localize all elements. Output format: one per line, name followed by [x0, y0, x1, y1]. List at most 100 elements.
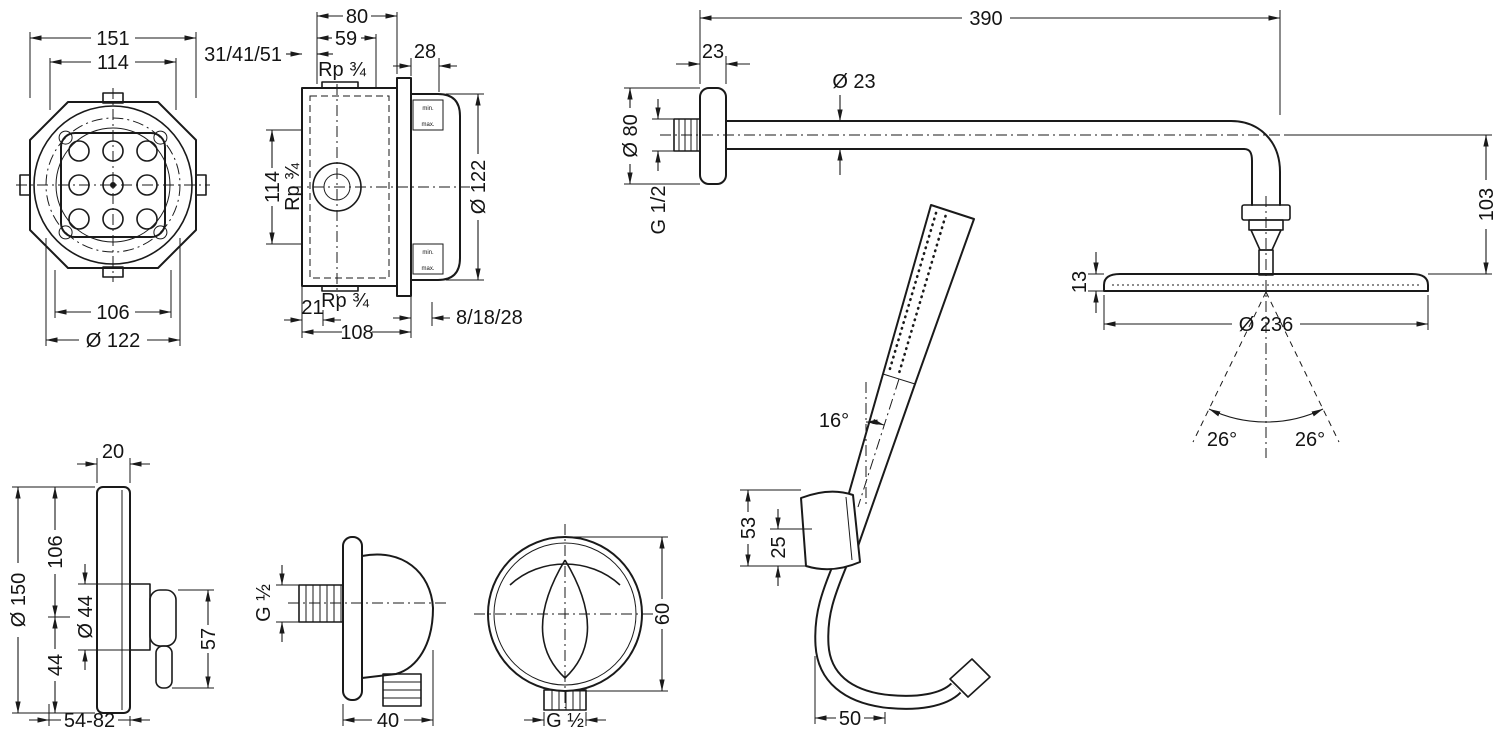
dim-tilt-angle: 16° [819, 378, 900, 508]
dim-body-depth-108: 108 [301, 286, 412, 344]
scale-min-label-top: min. [422, 106, 434, 112]
dim-handle-diameter: Ø 44 [75, 564, 130, 670]
handle-lever [155, 645, 173, 689]
hand-shower-body [834, 204, 975, 550]
thermostat-plate [96, 486, 131, 714]
outlet-wall-plate [342, 536, 363, 701]
dim-plaster-depth: 31/41/51 [204, 44, 333, 66]
dim-ibox-diameter: Ø 122 [45, 238, 181, 352]
dim-label-59: 59 [335, 28, 357, 50]
dim-install-depth: 54-82 [29, 704, 150, 732]
dim-label-60: 60 [652, 603, 674, 625]
shower-head [1103, 273, 1429, 292]
wall-outlet-side-drawing [288, 536, 448, 707]
dim-label-20: 20 [102, 441, 124, 463]
dim-height-chain: 106 44 [45, 486, 70, 714]
dim-label-plaster: 31/41/51 [204, 44, 282, 66]
dim-label-44: 44 [45, 654, 67, 676]
thermostat-view: 20 Ø 150 106 44 Ø 44 57 [8, 441, 220, 732]
ibox-side-drawing: min. max. min. max. [292, 77, 470, 297]
dim-flange-diameter: Ø 80 [620, 87, 700, 185]
handle-knob [149, 589, 177, 647]
dim-trim-range: 8/18/28 [393, 302, 523, 329]
dim-outlet-height: 60 [572, 536, 674, 692]
dim-label-dia80: Ø 80 [620, 114, 642, 157]
dim-ibox-outer-width: 151 [29, 28, 197, 98]
dim-hose-width: 50 [814, 656, 886, 730]
wall-outlet-front-drawing [474, 524, 656, 711]
dim-front-depth-28: 28 [393, 41, 457, 92]
scale-min-label-bottom: min. [422, 250, 434, 256]
dim-label-angle-left: 26° [1207, 429, 1237, 451]
dim-arm-length: 390 [699, 8, 1281, 115]
thread-label-side: Rp ¾ [282, 163, 304, 211]
dim-outlet-thread: G ½ [253, 565, 299, 642]
handle-hub [129, 583, 151, 651]
dim-label-dia44: Ø 44 [75, 595, 97, 638]
dim-drop-height: 103 [1284, 134, 1498, 275]
dim-ibox-height-114: 114 [262, 129, 302, 245]
hand-shower-drawing [800, 204, 991, 710]
dim-label-g12-outlet-front: G ½ [546, 710, 584, 732]
wall-outlet-side-view: G ½ 40 [253, 536, 448, 732]
dim-label-106: 106 [96, 302, 129, 324]
dim-label-dia122: Ø 122 [86, 330, 140, 352]
dim-label-40: 40 [377, 710, 399, 732]
thread-nipple [673, 118, 701, 152]
dim-label-103: 103 [1476, 188, 1498, 221]
ibox-side-view: min. max. min. max. 80 59 31/41/51 [204, 6, 523, 344]
dim-ibox-depth-80: 80 [316, 6, 398, 84]
dim-label-151: 151 [96, 28, 129, 50]
dim-ibox-bottom-width: 106 [54, 270, 172, 324]
dim-label-54-82: 54-82 [64, 710, 115, 732]
dim-outlet-width: 40 [342, 650, 434, 732]
wall-flange [699, 87, 727, 185]
ibox-front-view: 151 114 106 Ø 122 [16, 28, 210, 352]
dim-flange-depth: 23 [676, 41, 750, 84]
thread-label-top: Rp ¾ [318, 59, 366, 81]
dim-label-g12-outlet-side: G ½ [253, 584, 275, 622]
ibox-front-drawing [16, 88, 210, 282]
dim-label-108: 108 [340, 322, 373, 344]
thread-label-bottom: Rp ¾ [321, 290, 369, 312]
dim-holder-height: 53 [738, 489, 806, 567]
scale-max-label-bottom: max. [421, 266, 434, 272]
overhead-shower-view: 390 23 Ø 23 Ø 80 G 1/2 [620, 8, 1498, 458]
dim-label-390: 390 [969, 8, 1002, 30]
hand-shower-view: 16° 53 25 50 [738, 204, 991, 730]
dim-head-diameter: Ø 236 [1103, 295, 1429, 336]
dim-label-angle-right: 26° [1295, 429, 1325, 451]
dim-label-53: 53 [738, 517, 760, 539]
dim-label-dia122-side: Ø 122 [468, 160, 490, 214]
dim-handle-length: 57 [172, 589, 220, 689]
dim-ibox-inner-width: 114 [49, 52, 177, 110]
dim-label-23: 23 [702, 41, 724, 63]
dim-label-28: 28 [414, 41, 436, 63]
dim-bottom-offset-21: 21 [284, 297, 341, 326]
dim-holder-depth: 25 [768, 509, 812, 586]
dim-label-dia236: Ø 236 [1239, 314, 1293, 336]
dim-label-114: 114 [97, 52, 129, 74]
shower-holder [800, 490, 861, 571]
dim-outlet-front-thread: G ½ [524, 710, 606, 732]
dim-arm-thread: G 1/2 [648, 99, 674, 234]
overhead-shower-drawing [660, 87, 1429, 458]
dim-label-57: 57 [198, 628, 220, 650]
dim-label-dia150: Ø 150 [8, 573, 30, 627]
spray-face-dots [887, 211, 938, 374]
dim-label-dia23: Ø 23 [832, 71, 875, 93]
wall-outlet-front-view: 60 G ½ [474, 524, 674, 732]
dim-label-25: 25 [768, 536, 790, 558]
outlet-body [361, 553, 434, 679]
dim-head-thickness: 13 [1069, 252, 1104, 313]
hose-fitting [949, 658, 991, 698]
dim-arm-diameter: Ø 23 [832, 71, 876, 175]
dim-escutcheon-dia: Ø 122 [446, 93, 490, 281]
dim-label-106-thermostat: 106 [45, 535, 67, 568]
dim-label-16deg: 16° [819, 410, 849, 432]
scale-max-label-top: max. [421, 122, 434, 128]
outlet-design-curve [509, 563, 621, 586]
dim-label-trim-range: 8/18/28 [456, 307, 523, 329]
